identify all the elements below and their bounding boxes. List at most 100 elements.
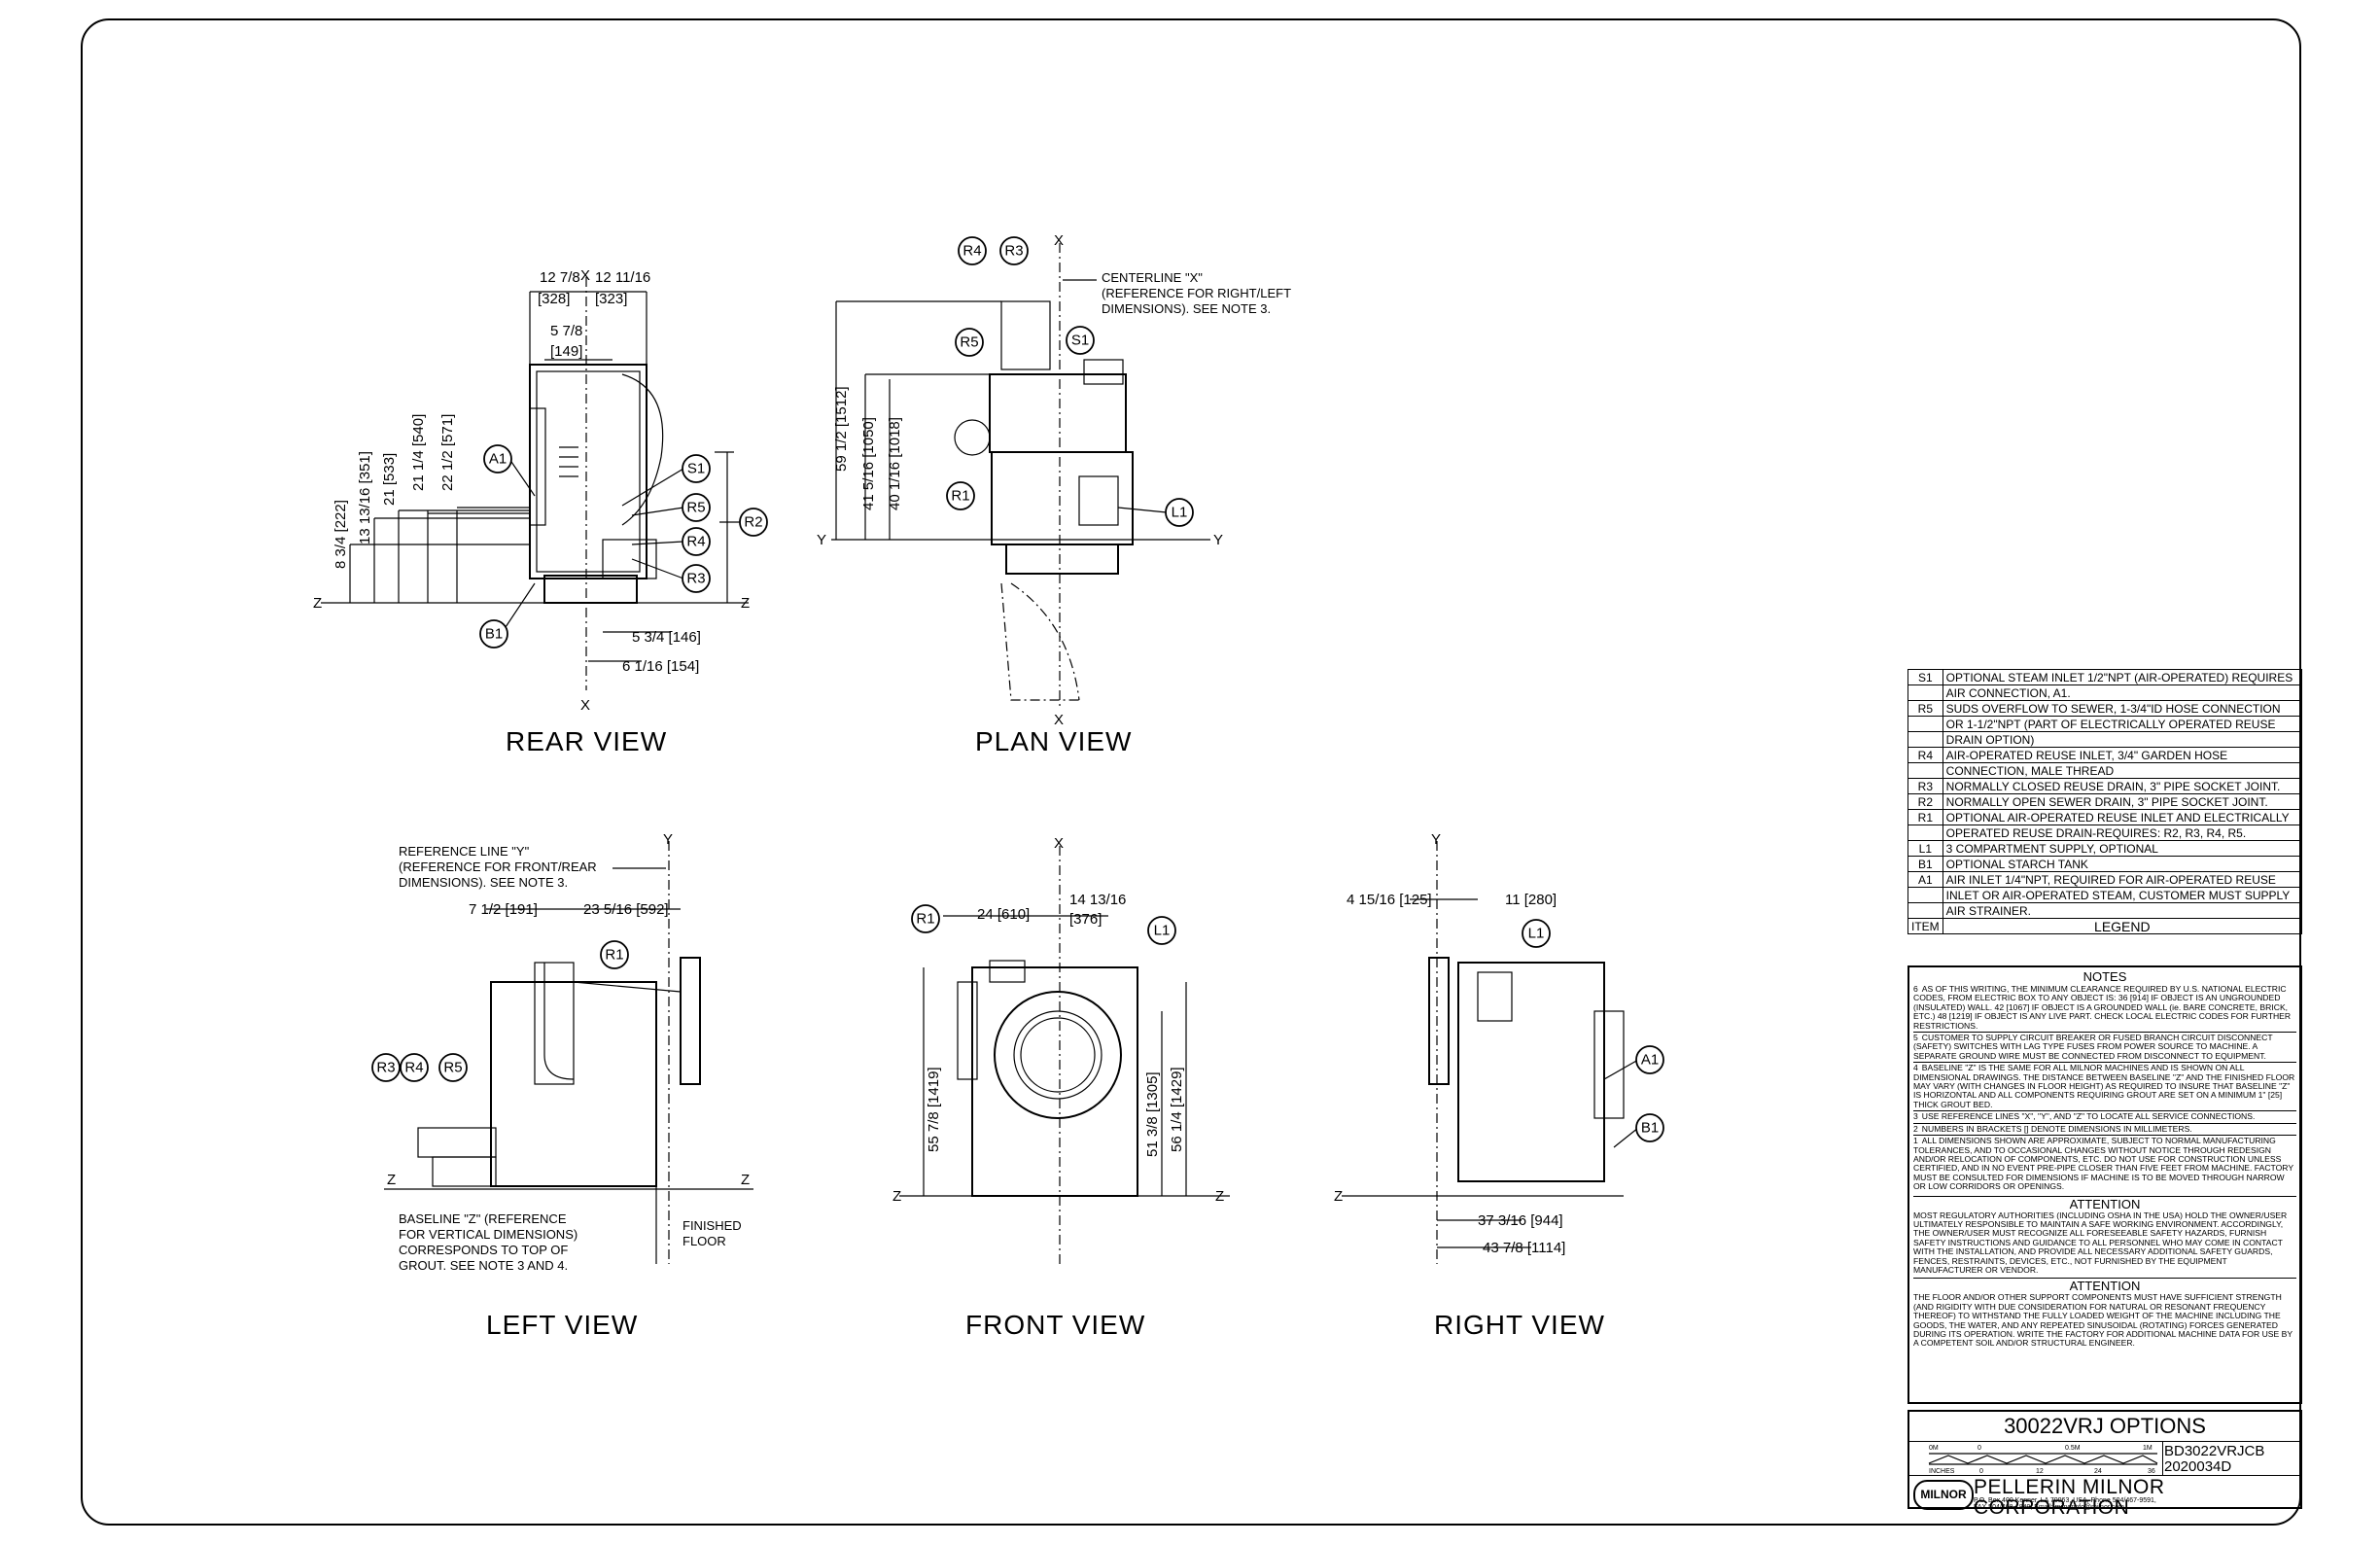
callout-s1: B1 — [1641, 1120, 1659, 1137]
callout-r5: S1 — [1071, 333, 1089, 349]
callout-r3: R4 — [404, 1060, 423, 1076]
dim-label: 59 1/2 [1512] — [833, 386, 850, 472]
address-line: P.O. Box 400 Kenner, LA 70063, USA, Phon… — [1974, 1497, 2156, 1504]
front-view: Z Z X 24 [610] 14 13/16 [376] 55 7/8 [14… — [892, 835, 1230, 1340]
legend-row: OPERATED REUSE DRAIN-REQUIRES: R2, R3, R… — [1908, 825, 2303, 841]
notes-heading: NOTES — [2082, 969, 2127, 984]
dim-label: 12 11/16 — [595, 269, 650, 286]
note-text: USE REFERENCE LINES "X", "Y", AND "Z" TO… — [1921, 1111, 2256, 1122]
legend-text: OPERATED REUSE DRAIN-REQUIRES: R2, R3, R… — [1942, 825, 2303, 841]
dim-label: 12 7/8 — [540, 269, 580, 286]
view-title-plan: PLAN VIEW — [975, 726, 1132, 756]
svg-text:0M: 0M — [1929, 1445, 1939, 1452]
legend-footer-code: ITEM — [1908, 918, 1943, 934]
right-view: Z Y 4 15/16 [125] 11 [280] 37 3/16 [944]… — [1334, 831, 1664, 1340]
z-axis-label: Z — [1334, 1188, 1343, 1205]
x-axis-label: X — [580, 697, 590, 714]
svg-text:36: 36 — [2148, 1468, 2155, 1475]
callout-b1: R1 — [951, 488, 969, 505]
baseline-note: BASELINE "Z" (REFERENCE — [399, 1211, 567, 1226]
drawing-title: 30022VRJ OPTIONS — [1909, 1412, 2300, 1442]
company-name: PELLERIN MILNOR CORPORATION — [1974, 1476, 2165, 1519]
callout-a1: A1 — [1641, 1052, 1659, 1069]
dim-label: 51 3/8 [1305] — [1144, 1071, 1161, 1157]
legend-code: R4 — [1908, 747, 1943, 763]
legend-code — [1908, 731, 1943, 748]
legend-text: AIR STRAINER. — [1942, 902, 2303, 919]
callout-r4: R5 — [443, 1060, 462, 1076]
note-number: 1 — [1913, 1136, 1918, 1146]
dim-label: 41 5/16 [1050] — [860, 417, 877, 510]
callout-r2: R3 — [376, 1060, 395, 1076]
legend-code — [1908, 887, 1943, 903]
legend-code: L1 — [1908, 840, 1943, 857]
view-title-left: LEFT VIEW — [486, 1310, 638, 1340]
legend-code — [1908, 716, 1943, 732]
dim-label: 21 1/4 [540] — [410, 414, 427, 491]
legend-code: R3 — [1908, 778, 1943, 794]
dim-label: [149] — [550, 343, 582, 360]
legend-text: AIR CONNECTION, A1. — [1942, 684, 2303, 701]
reference-note: REFERENCE LINE "Y" — [399, 844, 530, 859]
drawing-number: BD3022VRJCB 2020034D — [2164, 1444, 2264, 1475]
legend-code: S1 — [1908, 669, 1943, 685]
svg-text:1M: 1M — [2143, 1445, 2152, 1452]
legend-text: AIR INLET 1/4"NPT, REQUIRED FOR AIR-OPER… — [1942, 871, 2303, 888]
attention-heading: ATTENTION — [2069, 1279, 2141, 1294]
centerline-note: CENTERLINE "X" — [1102, 270, 1203, 285]
reference-note: DIMENSIONS). SEE NOTE 3. — [399, 875, 568, 890]
dim-label: 24 [610] — [977, 906, 1030, 923]
legend-row: AIR STRAINER. — [1908, 902, 2303, 919]
legend-row: CONNECTION, MALE THREAD — [1908, 762, 2303, 779]
callout-b1: R1 — [916, 911, 934, 928]
baseline-note: FOR VERTICAL DIMENSIONS) — [399, 1227, 578, 1242]
legend-text: 3 COMPARTMENT SUPPLY, OPTIONAL — [1942, 840, 2303, 857]
legend-text: SUDS OVERFLOW TO SEWER, 1-3/4"ID HOSE CO… — [1942, 700, 2303, 717]
dim-label: 37 3/16 [944] — [1478, 1212, 1563, 1229]
left-view: Z Z Y REFERENCE LINE "Y" (REFERENCE FOR … — [371, 831, 753, 1340]
y-axis-label: Y — [817, 532, 826, 548]
x-axis-label: X — [580, 267, 590, 284]
dim-label: 7 1/2 [191] — [469, 901, 538, 918]
note-number: 5 — [1913, 1033, 1918, 1043]
legend-row: INLET OR AIR-OPERATED STEAM, CUSTOMER MU… — [1908, 887, 2303, 903]
dim-label: 23 5/16 [592] — [583, 901, 669, 918]
legend-text: NORMALLY CLOSED REUSE DRAIN, 3" PIPE SOC… — [1942, 778, 2303, 794]
view-title-front: FRONT VIEW — [965, 1310, 1145, 1340]
svg-text:INCHES: INCHES — [1929, 1468, 1955, 1475]
view-title-rear: REAR VIEW — [506, 726, 667, 756]
note-text: BASELINE "Z" IS THE SAME FOR ALL MILNOR … — [1913, 1063, 2295, 1109]
dim-label: 40 1/16 [1018] — [887, 417, 903, 510]
svg-text:24: 24 — [2094, 1468, 2102, 1475]
note-text: AS OF THIS WRITING, THE MINIMUM CLEARANC… — [1913, 984, 2292, 1031]
svg-text:12: 12 — [2036, 1468, 2044, 1475]
legend-code — [1908, 684, 1943, 701]
note-number: 6 — [1913, 984, 1918, 994]
y-axis-label: Y — [1213, 532, 1223, 548]
note-text: NUMBERS IN BRACKETS [] DENOTE DIMENSIONS… — [1921, 1123, 2192, 1134]
legend-text: OPTIONAL STARCH TANK — [1942, 856, 2303, 872]
legend-text: DRAIN OPTION) — [1942, 731, 2303, 748]
baseline-note: GROUT. SEE NOTE 3 AND 4. — [399, 1258, 568, 1273]
company-address: P.O. Box 400 Kenner, LA 70063, USA, Phon… — [1974, 1497, 2156, 1511]
attention-text: THE FLOOR AND/OR OTHER SUPPORT COMPONENT… — [1913, 1292, 2292, 1349]
dim-label: 5 3/4 [146] — [632, 629, 701, 646]
callout-r2: R3 — [1004, 243, 1023, 260]
y-axis-label: Y — [1431, 831, 1441, 848]
callout-r4: R5 — [686, 500, 705, 516]
legend-code: R2 — [1908, 793, 1943, 810]
note-number: 3 — [1913, 1111, 1918, 1122]
plan-view: X X Y Y 59 1/2 [1512] 41 5/16 [1050] 40 … — [817, 232, 1291, 756]
dim-label: 55 7/8 [1419] — [926, 1067, 942, 1152]
dim-label: 21 [533] — [381, 453, 398, 506]
